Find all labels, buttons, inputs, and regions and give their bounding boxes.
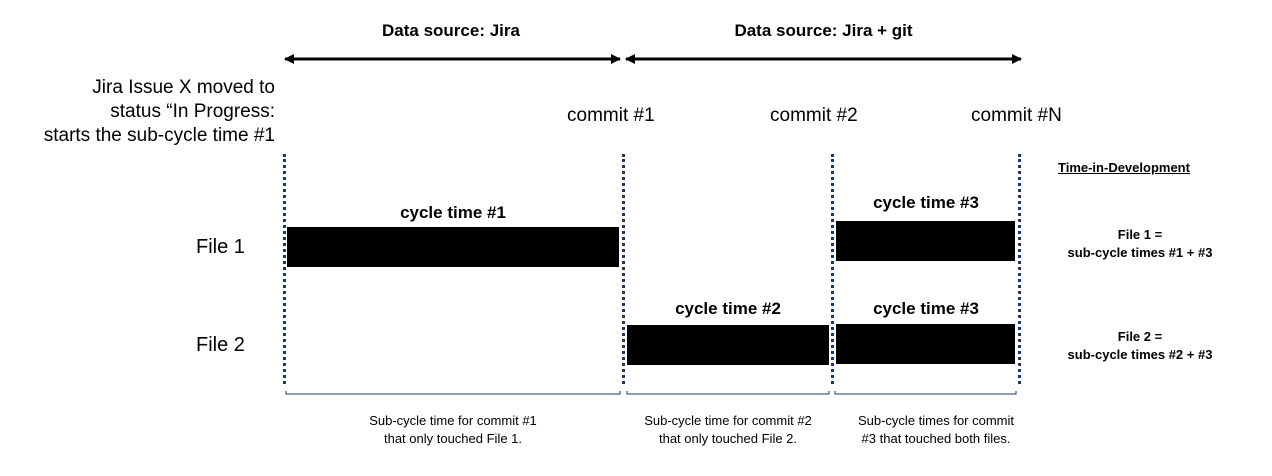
commit-1-label: commit #1: [567, 105, 655, 126]
file-1-summary-line-2: sub-cycle times #1 + #3: [1067, 245, 1213, 260]
file-2-label: File 2: [196, 334, 245, 356]
divider-commit-n: [1018, 154, 1021, 384]
note-commit-1: Sub-cycle time for commit #1 that only t…: [287, 412, 619, 448]
bracket-commit-1: [285, 391, 621, 395]
note-commit-2-line-1: Sub-cycle time for commit #2: [644, 413, 812, 428]
file-1-cycle-time-3-label: cycle time #3: [873, 193, 979, 212]
commit-n-label: commit #N: [971, 105, 1062, 126]
sub-cycle-brackets: [285, 391, 1017, 395]
divider-start: [283, 154, 286, 384]
note-commit-1-line-2: that only touched File 1.: [383, 431, 523, 446]
note-commit-3-line-1: Sub-cycle times for commit: [857, 413, 1015, 428]
file-1-summary: File 1 = sub-cycle times #1 + #3: [1040, 226, 1240, 262]
issue-line-3: starts the sub-cycle time #1: [43, 125, 275, 146]
note-commit-3: Sub-cycle times for commit #3 that touch…: [836, 412, 1036, 448]
note-commit-1-line-1: Sub-cycle time for commit #1: [369, 413, 537, 428]
note-commit-2-line-2: that only touched File 2.: [658, 431, 798, 446]
note-commit-3-line-2: #3 that touched both files.: [861, 431, 1011, 446]
bracket-commit-2: [626, 391, 830, 395]
commit-2-label: commit #2: [770, 105, 858, 126]
divider-commit-1: [622, 154, 625, 384]
time-in-development-title: Time-in-Development: [1058, 160, 1190, 175]
data-source-jira-label: Data source: Jira: [382, 21, 520, 40]
issue-line-2: status “In Progress:: [110, 101, 275, 122]
file-1-cycle-time-1-label: cycle time #1: [400, 203, 506, 222]
file-1-label: File 1: [196, 236, 245, 258]
issue-description: Jira Issue X moved to status “In Progres…: [44, 76, 275, 148]
file-1-cycle-time-1-bar: [287, 227, 619, 267]
file-2-cycle-time-2-label: cycle time #2: [675, 299, 781, 318]
data-source-jira-git-label: Data source: Jira + git: [734, 21, 913, 40]
issue-line-1: Jira Issue X moved to: [92, 77, 275, 98]
file-2-summary-line-2: sub-cycle times #2 + #3: [1067, 347, 1213, 362]
note-commit-2: Sub-cycle time for commit #2 that only t…: [622, 412, 834, 448]
file-2-summary-line-1: File 2 =: [1117, 329, 1163, 344]
file-1-cycle-time-3-bar: [836, 221, 1015, 261]
divider-commit-2: [831, 154, 834, 384]
file-2-summary: File 2 = sub-cycle times #2 + #3: [1040, 328, 1240, 364]
file-2-cycle-time-3-label: cycle time #3: [873, 299, 979, 318]
file-1-summary-line-1: File 1 =: [1117, 227, 1163, 242]
file-2-cycle-time-3-bar: [836, 324, 1015, 364]
bracket-commit-3: [834, 391, 1017, 395]
file-2-cycle-time-2-bar: [627, 325, 829, 365]
data-source-arrows: [284, 54, 1022, 64]
